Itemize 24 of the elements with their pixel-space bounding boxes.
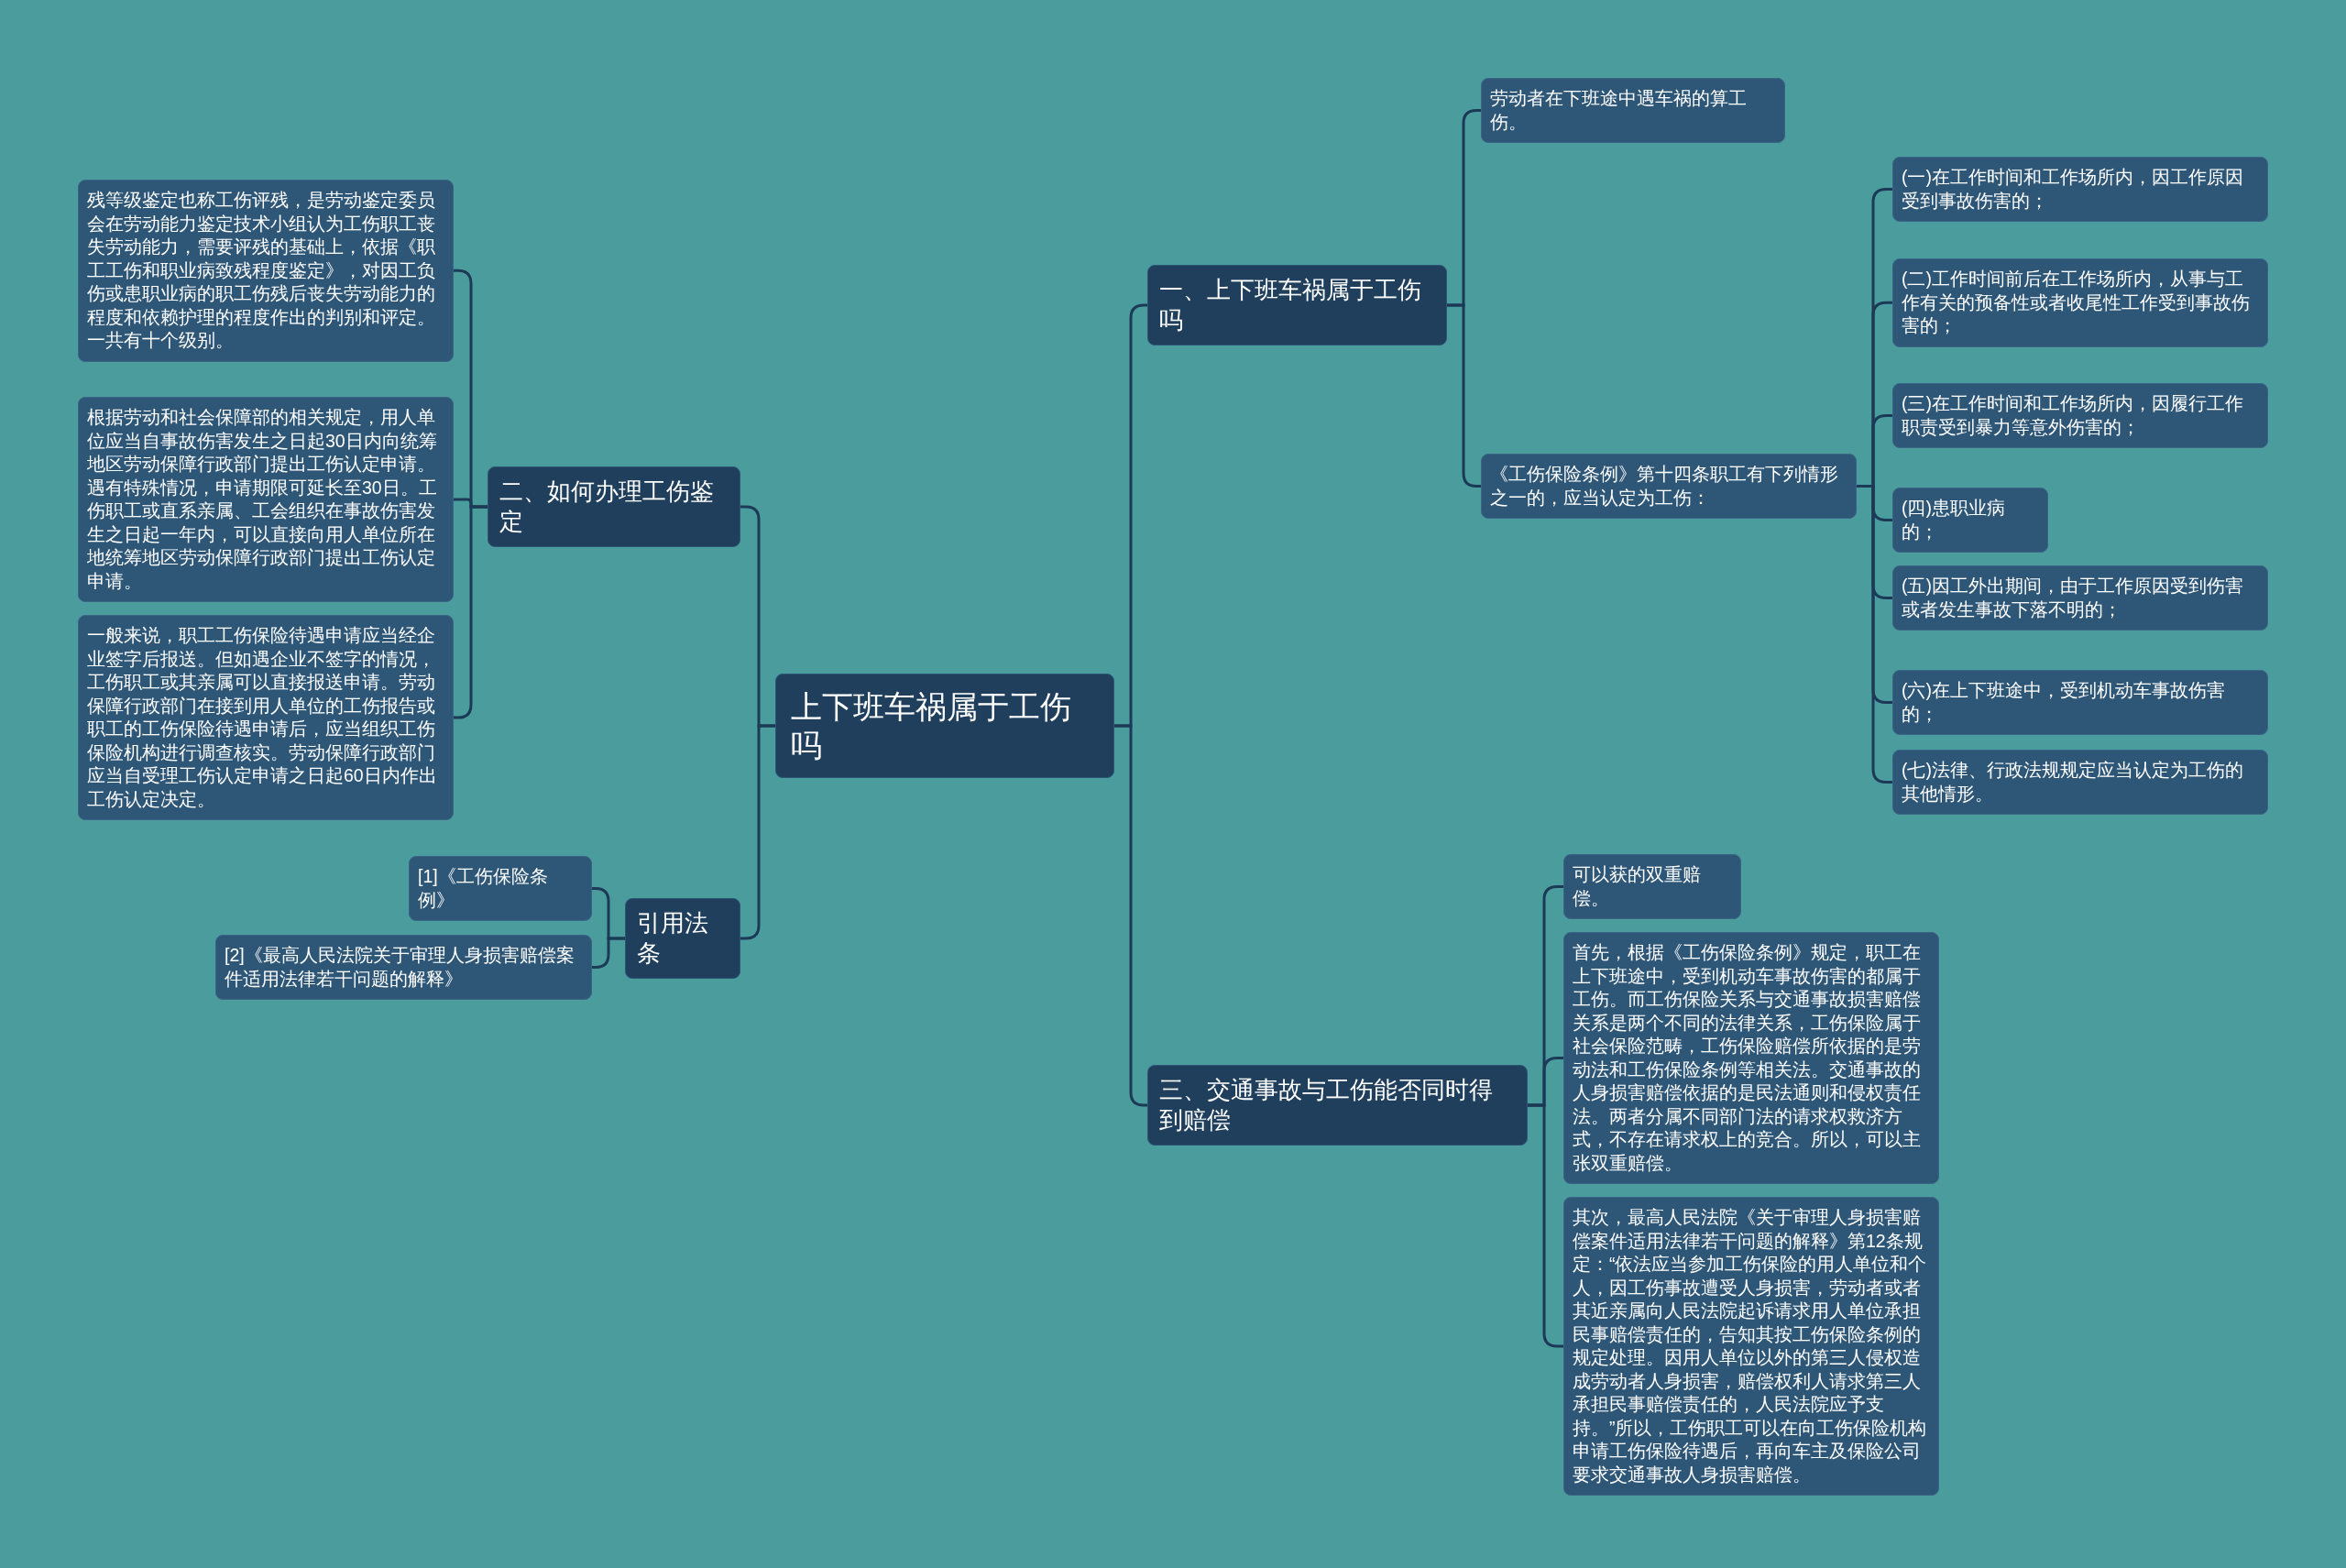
subtopic-box: [1]《工伤保险条例》 [409,856,592,921]
topic-box: 一、上下班车祸属于工伤吗 [1147,265,1447,345]
subtopic-box: 劳动者在下班途中遇车祸的算工伤。 [1481,78,1785,143]
subtopic-box: 残等级鉴定也称工伤评残，是劳动鉴定委员会在劳动能力鉴定技术小组认为工伤职工丧失劳动能力，需要评残的基础上，依据《职工工伤和职业病致残程度鉴定》，对因工负伤或患职业病的职工伤残后丧失劳动能力的程度和依赖护理的程度作出的判别和评定。一共有十个级别。 [78,180,454,362]
subtopic-box: 一般来说，职工工伤保险待遇申请应当经企业签字后报送。但如遇企业不签字的情况，工伤职工或其亲属可以直接报送申请。劳动保障行政部门在接到用人单位的工伤报告或职工的工伤保险待遇申请后，应当组织工伤保险机构进行调查核实。劳动保障行政部门应当自受理工伤认定申请之日起60日内作出工伤认定决定。 [78,615,454,820]
connector-line [592,937,625,969]
subtopic-box: 可以获的双重赔偿。 [1563,854,1741,919]
topic-box: 二、如何办理工伤鉴定 [488,466,740,547]
subtopic-box: (六)在上下班途中，受到机动车事故伤害的； [1892,670,2268,735]
subtopic-box: (七)法律、行政法规规定应当认定为工伤的其他情形。 [1892,750,2268,815]
subtopic-box: 根据劳动和社会保障部的相关规定，用人单位应当自事故伤害发生之日起30日内向统筹地区劳动保障行政部门提出工伤认定申请。遇有特殊情况，申请期限可延长至30日。工伤职工或直系亲属、工会组织在事故伤害发生之日起一年内，可以直接向用人单位所在地统筹地区劳动保障行政部门提出工伤认定申请。 [78,397,454,602]
subtopic-box: (一)在工作时间和工作场所内，因工作原因受到事故伤害的； [1892,157,2268,222]
central-topic-box: 上下班车祸属于工伤吗 [775,674,1114,778]
topic-box: 三、交通事故与工伤能否同时得到赔偿 [1147,1065,1528,1146]
subtopic-box: [2]《最高人民法院关于审理人身损害赔偿案件适用法律若干问题的解释》 [215,935,592,1000]
subtopic-box: (二)工作时间前后在工作场所内，从事与工作有关的预备性或者收尾性工作受到事故伤害的； [1892,258,2268,347]
topic-box: 引用法条 [625,898,740,979]
subtopic-box: (五)因工外出期间，由于工作原因受到伤害或者发生事故下落不明的； [1892,565,2268,630]
subtopic-box: (四)患职业病的； [1892,488,2048,553]
connector-line [1528,1103,1563,1348]
subtopic-box: 其次，最高人民法院《关于审理人身损害赔偿案件适用法律若干问题的解释》第12条规定：“依法应当参加工伤保险的用人单位和个人，因工伤事故遭受人身损害，劳动者或者其近亲属向人民法院起诉请求用人单位承担民事赔偿责任的，告知其按工伤保险条例的规定处理。因用人单位以外的第三人侵权造成劳动者人身损害，赔偿权利人请求第三人承担民事赔偿责任的，人民法院应予支持。”所以，工伤职工可以在向工伤保险机构申请工伤保险待遇后，再向车主及保险公司要求交通事故人身损害赔偿。 [1563,1197,1939,1496]
subtopic-box: (三)在工作时间和工作场所内，因履行工作职责受到暴力等意外伤害的； [1892,383,2268,448]
subtopic-box: 首先，根据《工伤保险条例》规定，职工在上下班途中，受到机动车事故伤害的都属于工伤。而工伤保险关系与交通事故损害赔偿关系是两个不同的法律关系，工伤保险属于社会保险范畴，工伤保险赔偿所依据的是劳动法和工伤保险条例等相关法。交通事故的人身损害赔偿依据的是民法通则和侵权责任法。两者分属不同部门法的请求权救济方式，不存在请求权上的竞合。所以，可以主张双重赔偿。 [1563,932,1939,1184]
subtopic-box: 《工伤保险条例》第十四条职工有下列情形之一的，应当认定为工伤： [1481,454,1857,519]
